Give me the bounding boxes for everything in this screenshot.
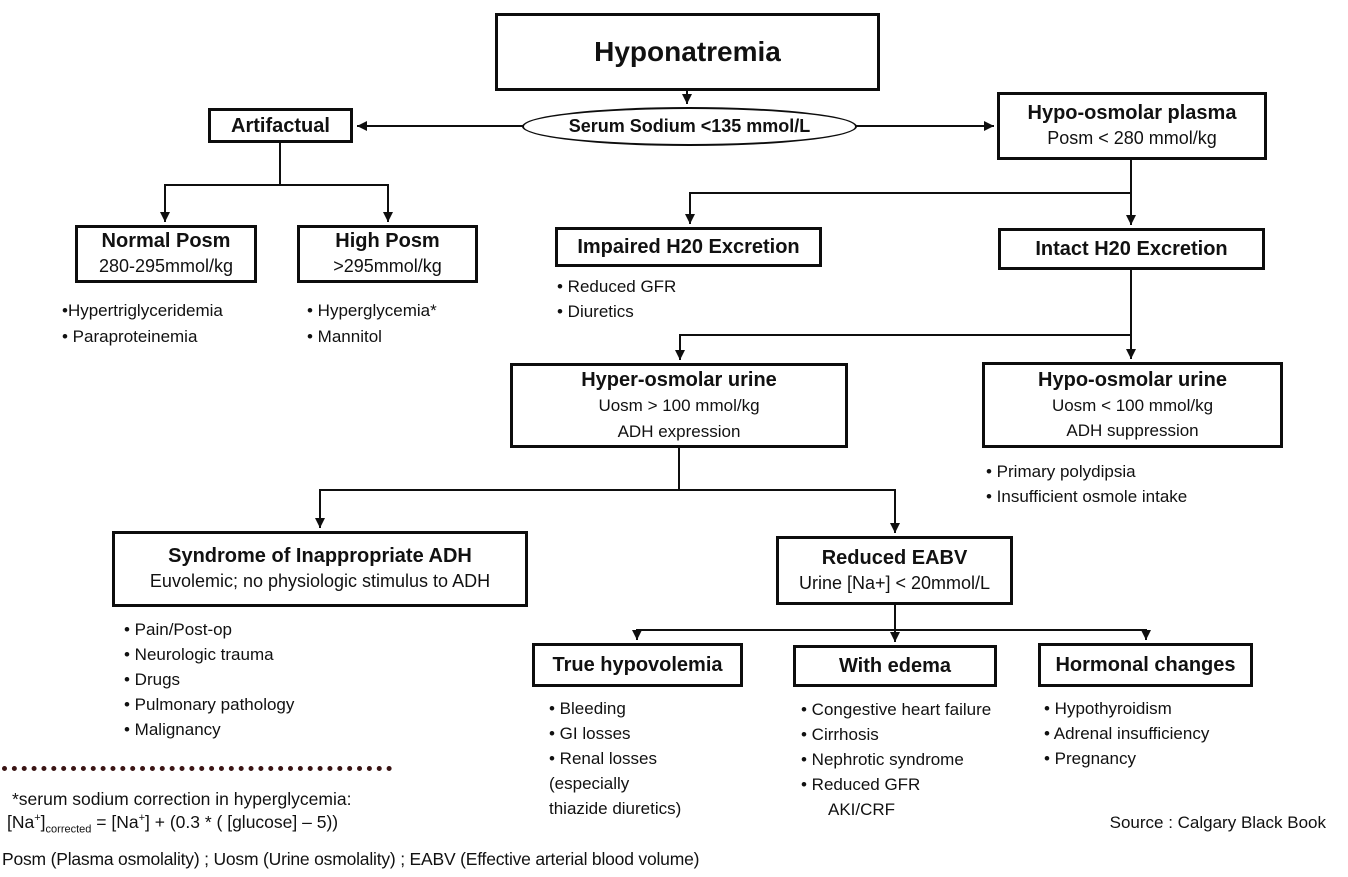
node-subtitle: >295mmol/kg [333, 256, 442, 277]
normal-posm-causes-list: •Hypertriglyceridemia • Paraproteinemia [62, 298, 223, 350]
node-line: Uosm > 100 mmol/kg [598, 396, 760, 415]
node-title: Hormonal changes [1055, 654, 1236, 676]
node-high-posm: High Posm >295mmol/kg [297, 225, 478, 283]
node-true-hypovolemia: True hypovolemia [532, 643, 743, 687]
node-subtitle: Euvolemic; no physiologic stimulus to AD… [149, 571, 491, 592]
node-line: ADH suppression [1066, 421, 1199, 440]
list-item: • Mannitol [307, 327, 382, 346]
list-item: • Malignancy [124, 720, 221, 739]
list-item: • Hypothyroidism [1044, 699, 1172, 718]
list-item: • Nephrotic syndrome [801, 750, 964, 769]
node-title: Hypo-osmolar plasma [1027, 102, 1237, 125]
list-item: • Reduced GFR [801, 775, 921, 794]
node-normal-posm: Normal Posm 280-295mmol/kg [75, 225, 257, 283]
node-title: Normal Posm [101, 230, 231, 253]
list-item: AKI/CRF [828, 800, 896, 819]
list-item: • Hyperglycemia* [307, 301, 437, 320]
node-artifactual: Artifactual [208, 108, 353, 143]
node-with-edema: With edema [793, 645, 997, 687]
siadh-causes-list: • Pain/Post-op • Neurologic trauma • Dru… [124, 617, 294, 742]
formula-part: = [Na [91, 812, 139, 832]
hormonal-changes-causes-list: • Hypothyroidism • Adrenal insufficiency… [1044, 696, 1209, 771]
formula-superscript: + [34, 812, 41, 825]
list-item: • Pain/Post-op [124, 620, 233, 639]
list-item: thiazide diuretics) [549, 799, 682, 818]
list-item: • Bleeding [549, 699, 626, 718]
list-item: • Neurologic trauma [124, 645, 274, 664]
node-line: Uosm < 100 mmol/kg [1051, 395, 1214, 415]
formula-part: [Na [7, 812, 35, 832]
list-item: • GI losses [549, 724, 631, 743]
true-hypovolemia-causes-list: • Bleeding • GI losses • Renal losses (e… [549, 696, 681, 821]
node-title: Hypo-osmolar urine [1038, 368, 1227, 391]
list-item: • Drugs [124, 670, 181, 689]
node-subtitle: Posm < 280 mmol/kg [1047, 128, 1217, 149]
node-title: Hyponatremia [594, 35, 781, 67]
node-title: Impaired H20 Excretion [577, 236, 800, 258]
node-subtitle: 280-295mmol/kg [98, 256, 234, 277]
criterion-ellipse: Serum Sodium <135 mmol/L [522, 107, 857, 146]
node-title: Syndrome of Inappropriate ADH [168, 545, 472, 568]
formula-part: ] [40, 812, 46, 832]
list-item: • Renal losses [549, 749, 658, 768]
node-hyper-osmolar-urine: Hyper-osmolar urine Uosm > 100 mmol/kg A… [510, 363, 848, 448]
node-hormonal-changes: Hormonal changes [1038, 643, 1253, 687]
formula-superscript: + [138, 812, 146, 825]
abbreviation-legend: Posm (Plasma osmolality) ; Uosm (Urine o… [2, 849, 700, 869]
node-impaired-h20-excretion: Impaired H20 Excretion [555, 227, 822, 267]
node-hyponatremia: Hyponatremia [495, 13, 880, 91]
formula-subscript: corrected [45, 823, 92, 836]
dotted-separator [2, 766, 392, 771]
node-hypo-osmolar-plasma: Hypo-osmolar plasma Posm < 280 mmol/kg [997, 92, 1267, 160]
list-item: (especially [549, 774, 630, 793]
list-item: • Cirrhosis [801, 725, 879, 744]
node-line: ADH expression [617, 421, 741, 441]
node-intact-h20-excretion: Intact H20 Excretion [998, 228, 1265, 270]
node-hypo-osmolar-urine: Hypo-osmolar urine Uosm < 100 mmol/kg AD… [982, 362, 1283, 448]
list-item: • Insufficient osmole intake [986, 487, 1188, 506]
list-item: • Pulmonary pathology [124, 695, 295, 714]
list-item: • Diuretics [557, 302, 634, 321]
node-title: Artifactual [231, 114, 330, 137]
node-title: With edema [838, 655, 952, 677]
list-item: • Paraproteinemia [62, 327, 198, 346]
node-subtitle: Urine [Na+] < 20mmol/L [798, 572, 991, 593]
formula-part: ] + (0.3 * ( [glucose] – 5)) [145, 812, 339, 832]
node-title: Intact H20 Excretion [1035, 238, 1228, 260]
with-edema-causes-list: • Congestive heart failure • Cirrhosis •… [801, 697, 991, 822]
node-reduced-eabv: Reduced EABV Urine [Na+] < 20mmol/L [776, 536, 1013, 605]
correction-formula: [Na+]corrected = [Na+] + (0.3 * ( [gluco… [7, 812, 338, 836]
node-title: True hypovolemia [552, 654, 723, 676]
hypo-osmolar-urine-causes-list: • Primary polydipsia • Insufficient osmo… [986, 459, 1187, 509]
list-item: •Hypertriglyceridemia [62, 301, 223, 320]
list-item: • Reduced GFR [557, 277, 677, 296]
node-title: High Posm [335, 230, 440, 253]
high-posm-causes-list: • Hyperglycemia* • Mannitol [307, 298, 437, 350]
impaired-excretion-causes-list: • Reduced GFR • Diuretics [557, 274, 676, 324]
footnote-heading: *serum sodium correction in hyperglycemi… [12, 789, 352, 809]
node-title: Reduced EABV [821, 546, 968, 569]
node-siadh: Syndrome of Inappropriate ADH Euvolemic;… [112, 531, 528, 607]
source-credit: Source : Calgary Black Book [1109, 813, 1326, 832]
list-item: • Adrenal insufficiency [1044, 724, 1210, 743]
criterion-label: Serum Sodium <135 mmol/L [568, 116, 811, 136]
list-item: • Congestive heart failure [801, 700, 992, 719]
node-title: Hyper-osmolar urine [581, 369, 777, 391]
list-item: • Pregnancy [1044, 749, 1136, 768]
list-item: • Primary polydipsia [986, 462, 1136, 481]
